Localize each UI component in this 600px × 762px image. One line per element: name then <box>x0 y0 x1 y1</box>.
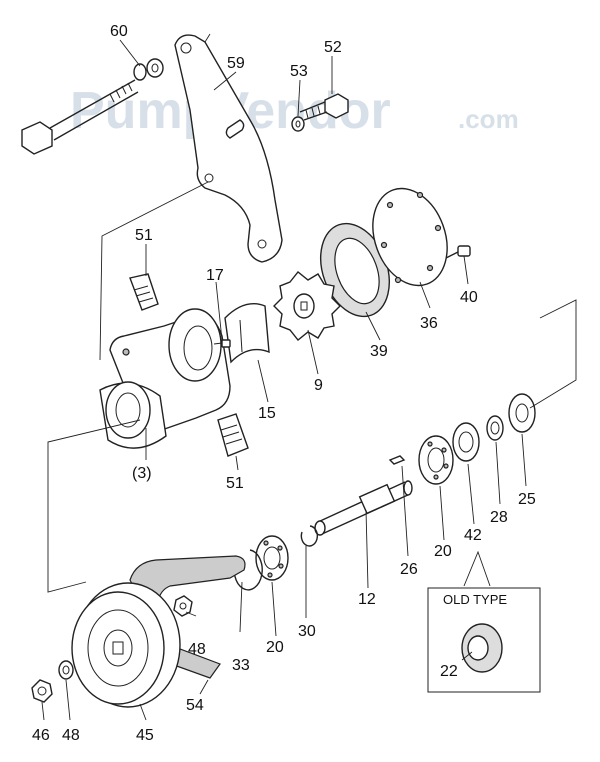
washer-48-lower <box>58 660 74 680</box>
label-59: 59 <box>227 55 245 72</box>
shaft-12 <box>314 480 413 536</box>
watermark-suffix: .com <box>458 104 519 134</box>
old-type-inset: OLD TYPE <box>427 550 541 693</box>
fitting-51-top <box>129 273 159 311</box>
bracket-59 <box>174 33 283 263</box>
inset-title: OLD TYPE <box>443 592 507 607</box>
bearing-20-lower <box>255 535 289 581</box>
label-22: 22 <box>440 663 458 680</box>
cover-36 <box>372 187 448 287</box>
key-26 <box>388 455 406 465</box>
label-30: 30 <box>298 623 316 640</box>
label-42: 42 <box>464 527 482 544</box>
cam-15 <box>224 303 270 364</box>
label-39: 39 <box>370 343 388 360</box>
label-26: 26 <box>400 561 418 578</box>
label-20-lower: 20 <box>266 639 284 656</box>
label-33: 33 <box>232 657 250 674</box>
fitting-51-bottom <box>217 413 249 457</box>
label-53: 53 <box>290 63 308 80</box>
circlip-30 <box>300 525 319 547</box>
label-52: 52 <box>324 39 342 56</box>
pump-body <box>99 308 231 449</box>
label-3: (3) <box>132 465 152 482</box>
impeller-9 <box>273 271 341 341</box>
label-45: 45 <box>136 727 154 744</box>
ring-25 <box>508 393 536 433</box>
label-40: 40 <box>460 289 478 306</box>
leader-lines <box>41 39 527 721</box>
label-51-bottom: 51 <box>226 475 244 492</box>
label-46: 46 <box>32 727 50 744</box>
label-15: 15 <box>258 405 276 422</box>
label-28: 28 <box>490 509 508 526</box>
label-12: 12 <box>358 591 376 608</box>
nut-46 <box>31 679 53 703</box>
label-54: 54 <box>186 697 204 714</box>
nut-48-upper <box>173 595 193 617</box>
label-20-upper: 20 <box>434 543 452 560</box>
label-36: 36 <box>420 315 438 332</box>
label-48-upper: 48 <box>188 641 206 658</box>
screw-40 <box>445 245 471 259</box>
assembly-axis-lines <box>47 181 577 593</box>
seal-42 <box>452 422 480 462</box>
label-17: 17 <box>206 267 224 284</box>
ring-28 <box>486 415 504 441</box>
label-48-lower: 48 <box>62 727 80 744</box>
label-9: 9 <box>314 377 323 394</box>
watermark: PumpVendor .com <box>70 82 519 140</box>
bearing-20-upper <box>418 435 454 485</box>
label-60: 60 <box>110 23 128 40</box>
gasket-39 <box>320 222 390 318</box>
bolt-52 <box>291 93 349 132</box>
pulley-45 <box>71 582 181 708</box>
label-25: 25 <box>518 491 536 508</box>
label-51-top: 51 <box>135 227 153 244</box>
screw-17 <box>213 339 231 348</box>
bolt-60 <box>21 58 164 155</box>
part-labels: 60 52 59 53 51 17 40 36 39 15 9 (3) 51 2… <box>32 23 536 744</box>
